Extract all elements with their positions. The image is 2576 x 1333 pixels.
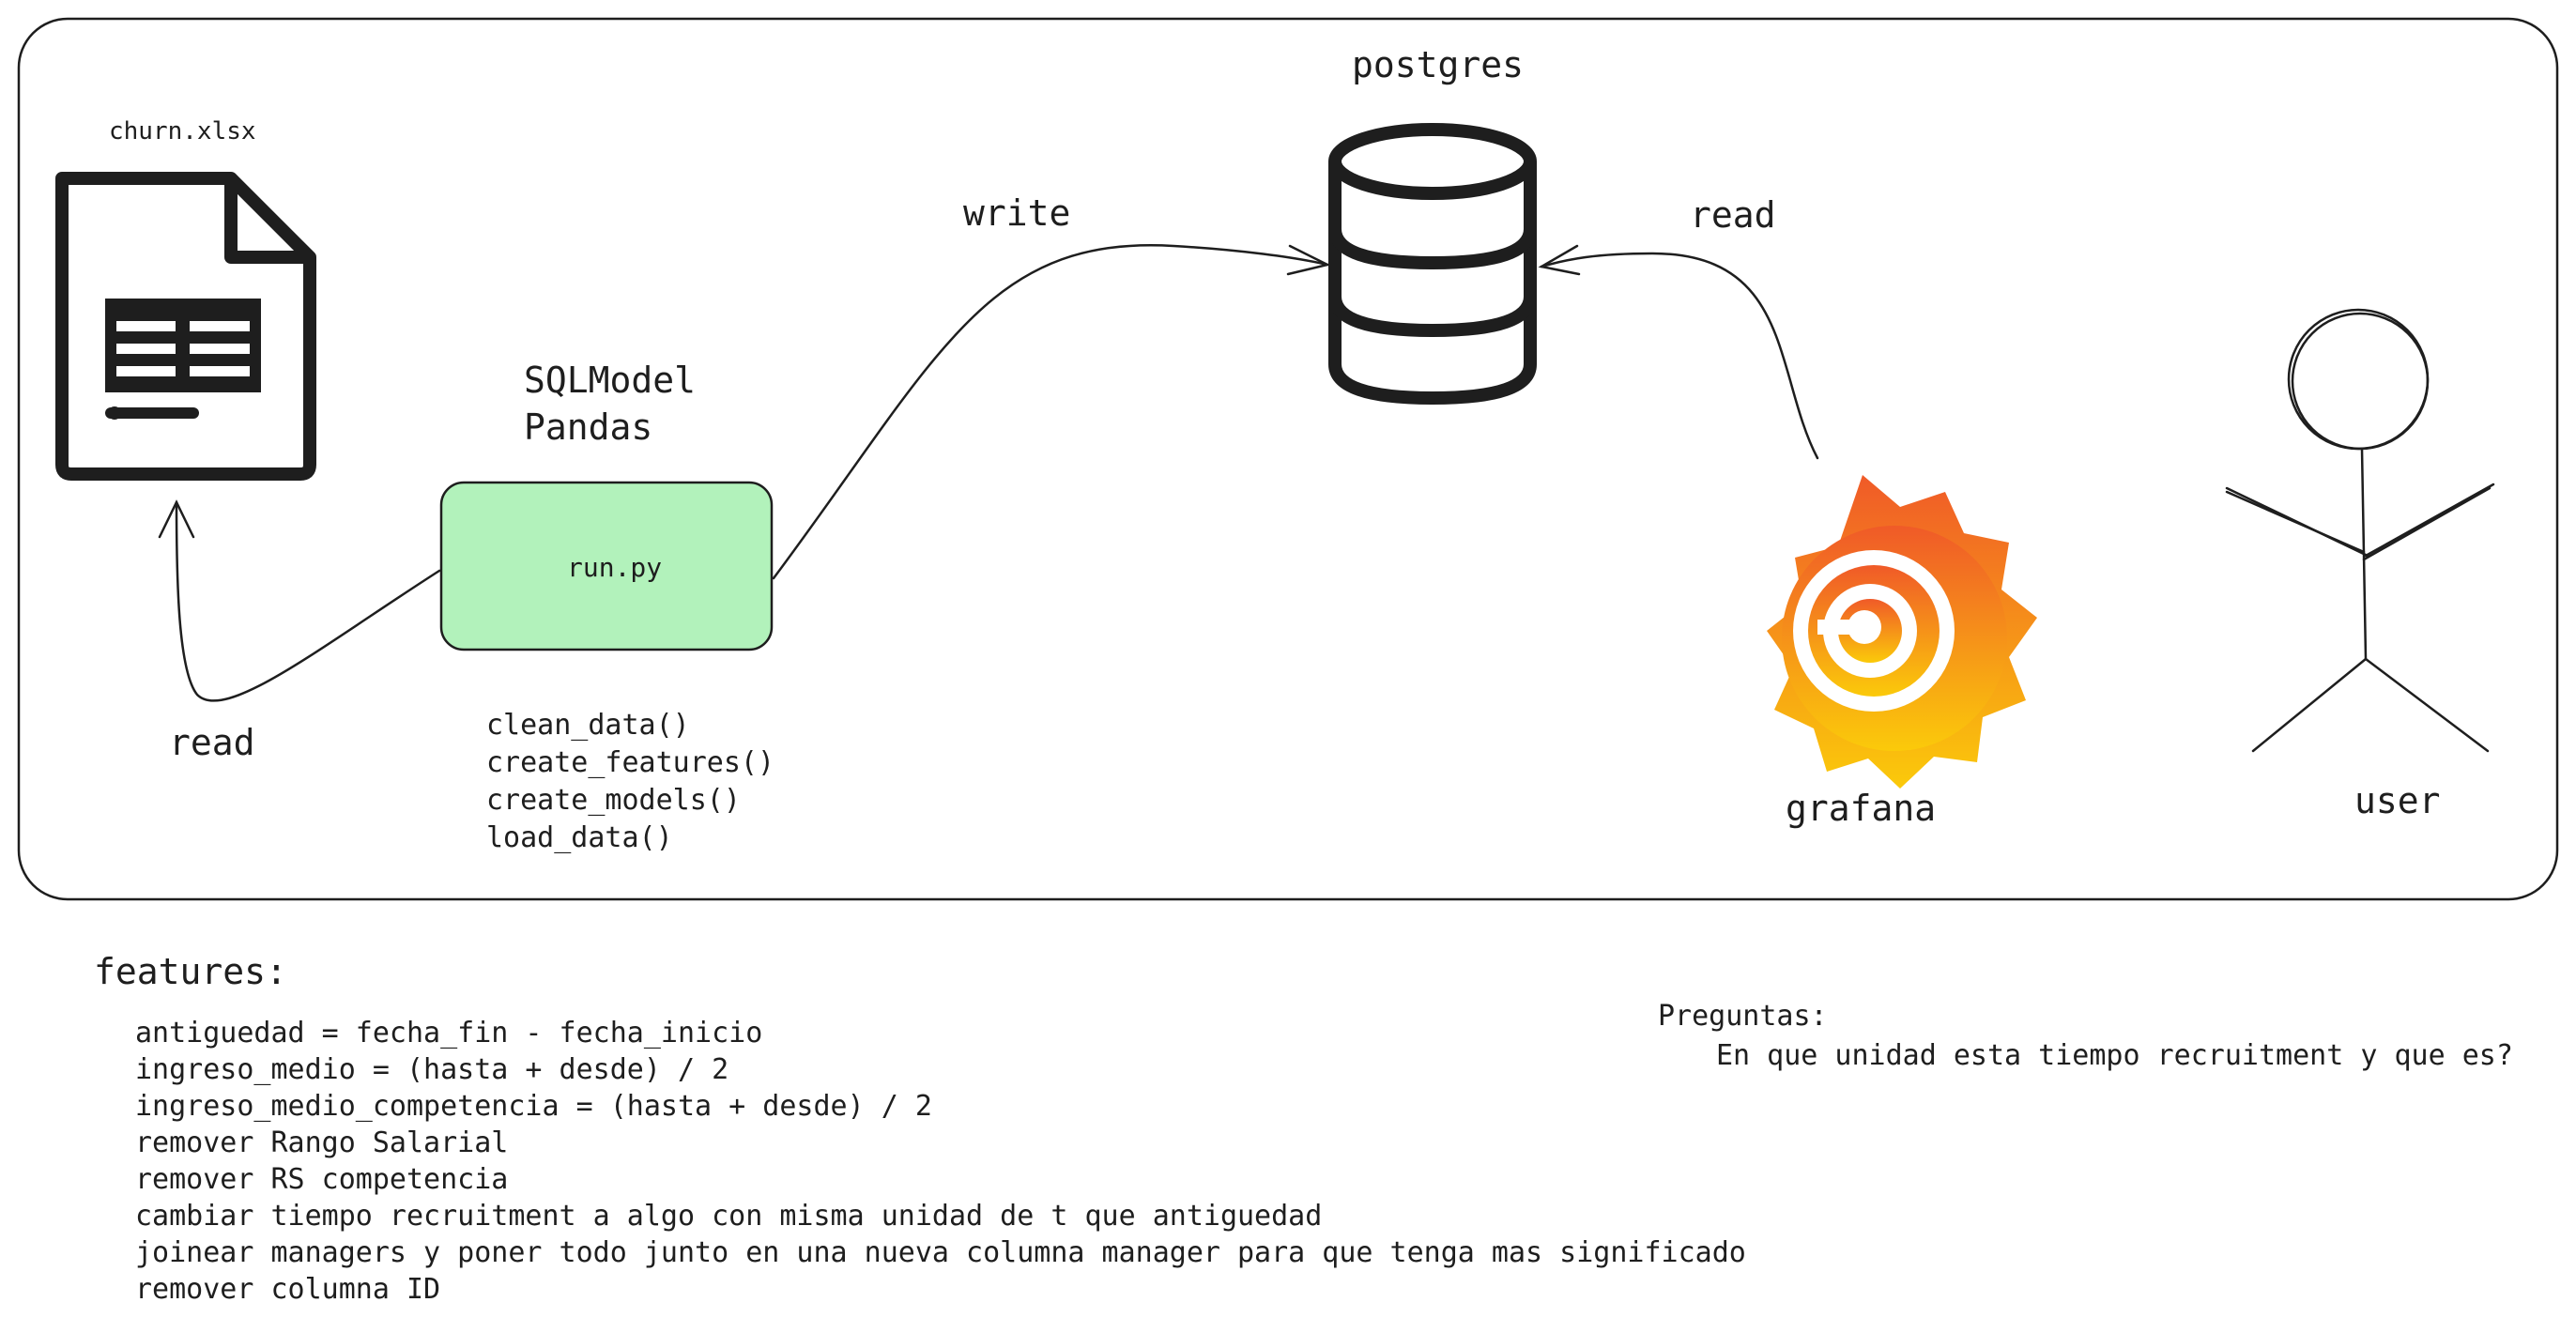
- tech-label-pandas: Pandas: [524, 406, 652, 448]
- user-stick-figure-icon: [2225, 308, 2495, 753]
- read-left-label: read: [169, 722, 255, 763]
- grafana-logo-icon: [1767, 475, 2037, 789]
- grafana-label: grafana: [1786, 788, 1936, 829]
- file-label: churn.xlsx: [109, 117, 256, 146]
- feature-item-3: ingreso_medio_competencia = (hasta + des…: [135, 1090, 932, 1123]
- function-load-data: load_data(): [486, 821, 673, 854]
- feature-item-5: remover RS competencia: [135, 1163, 508, 1196]
- questions-title: Preguntas:: [1658, 1000, 1828, 1033]
- user-label: user: [2354, 780, 2441, 821]
- features-title: features:: [94, 951, 287, 992]
- tech-label-sqlmodel: SQLModel: [524, 360, 696, 401]
- function-create-features: create_features(): [486, 746, 774, 779]
- function-create-models: create_models(): [486, 784, 741, 817]
- spreadsheet-file-icon: [55, 172, 316, 481]
- write-arrow: [772, 243, 1331, 580]
- feature-item-1: antiguedad = fecha_fin - fecha_inicio: [135, 1017, 762, 1050]
- db-label: postgres: [1352, 44, 1524, 85]
- database-icon: [1328, 123, 1537, 406]
- feature-item-7: joinear managers y poner todo junto en u…: [135, 1236, 1746, 1269]
- diagram-frame: [17, 17, 2559, 901]
- feature-item-8: remover columna ID: [135, 1273, 440, 1306]
- function-clean-data: clean_data(): [486, 709, 690, 742]
- read-right-label: read: [1690, 194, 1776, 236]
- write-label: write: [963, 192, 1070, 234]
- feature-item-6: cambiar tiempo recruitment a algo con mi…: [135, 1200, 1322, 1233]
- feature-item-2: ingreso_medio = (hasta + desde) / 2: [135, 1053, 728, 1086]
- read-db-arrow: [1538, 244, 1819, 460]
- script-label: run.py: [567, 552, 662, 583]
- feature-item-4: remover Rango Salarial: [135, 1126, 508, 1159]
- read-file-arrow: [158, 499, 441, 702]
- question-item-1: En que unidad esta tiempo recruitment y …: [1716, 1039, 2513, 1072]
- run-script-box[interactable]: [439, 481, 774, 651]
